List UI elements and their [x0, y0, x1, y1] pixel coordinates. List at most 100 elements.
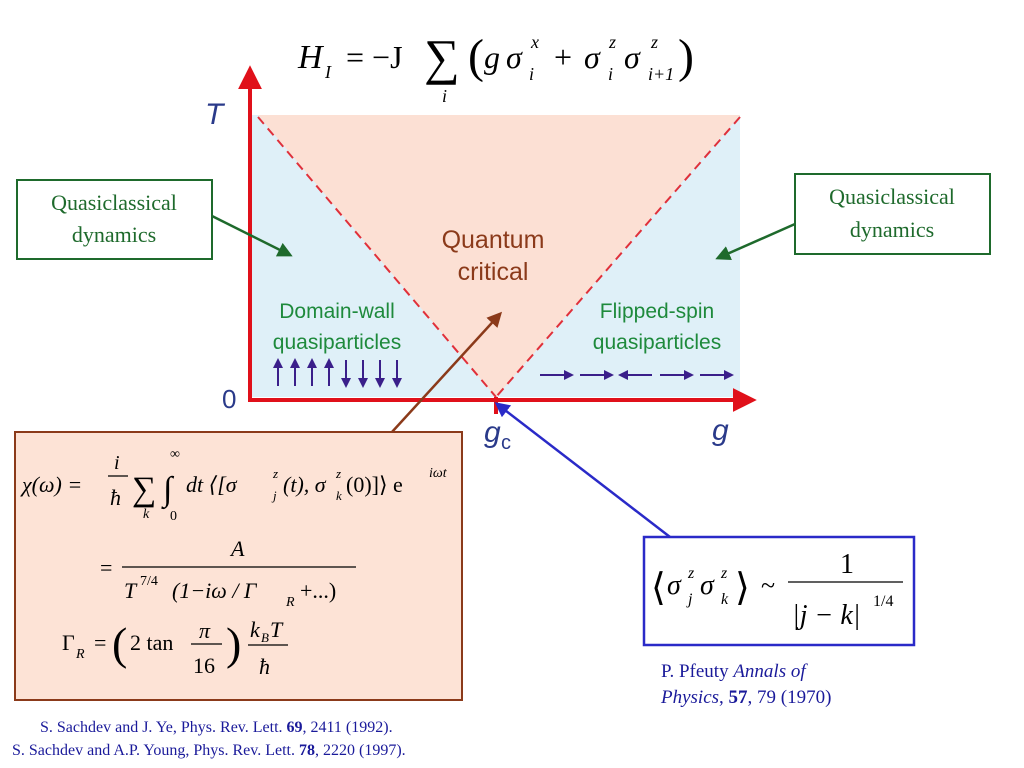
chi-eq2: =: [100, 555, 112, 580]
corr-rang: ⟩: [735, 567, 750, 609]
callout-left-line1: Quasiclassical: [51, 190, 177, 215]
chi-denom-R: R: [285, 595, 295, 610]
callout-right-line1: Quasiclassical: [829, 184, 955, 209]
susceptibility-arrow: [391, 311, 503, 433]
chi-sub-k: k: [336, 488, 342, 503]
chi-zero-part: (0)]⟩ e: [346, 472, 403, 497]
chi-t-part: (t), σ: [283, 472, 327, 497]
ham-H: H: [297, 39, 325, 76]
flipped-spin-label-2: quasiparticles: [593, 331, 721, 354]
corr-one: 1: [840, 549, 854, 580]
callout-right-box: [794, 173, 991, 255]
chi-exp: iωt: [429, 466, 448, 481]
chi-denom-T: T: [124, 578, 138, 603]
gamma-pi: π: [199, 618, 211, 643]
g-axis-label: g: [712, 414, 729, 447]
ham-sup-z2: z: [650, 32, 658, 52]
corr-sub-k: k: [721, 591, 729, 608]
chi-int-lower: 0: [170, 509, 177, 524]
ham-sigma3: σ: [624, 39, 641, 75]
ham-sub-i2: i: [608, 64, 613, 84]
ham-g: g: [484, 39, 500, 75]
corr-exp: 1/4: [873, 593, 893, 610]
gamma-kB: k: [250, 617, 261, 642]
domain-wall-spin-arrows: [273, 358, 402, 388]
ham-sum: ∑: [424, 29, 460, 85]
chi-A: A: [229, 536, 245, 561]
corr-lang: ⟨: [651, 567, 666, 609]
chi-frac-num: i: [114, 452, 120, 474]
gamma-lparen: (: [112, 618, 127, 669]
gc-sub: c: [501, 432, 511, 454]
susceptibility-box: [14, 431, 463, 701]
ham-sigma2: σ: [584, 39, 601, 75]
gamma-sub-R: R: [75, 647, 85, 662]
chi-sup-z1: z: [272, 466, 278, 481]
chi-lhs: χ(ω) =: [20, 472, 82, 497]
ham-sup-x: x: [530, 32, 539, 52]
ham-rparen: ): [678, 30, 694, 83]
chi-sup-z2: z: [335, 466, 341, 481]
chi-integral: ∫: [161, 471, 175, 510]
callout-left-line2: dynamics: [72, 222, 156, 247]
chi-denom-rest: (1−iω / Γ: [172, 578, 258, 603]
correlator-formula: ⟨ σ z j σ z k ⟩ ~ 1 |j − k| 1/4: [651, 549, 903, 631]
gamma-B-sub: B: [261, 630, 269, 645]
chi-denom-end: +...): [300, 578, 336, 603]
ham-eq: = −J: [346, 39, 403, 75]
ham-I-sub: I: [324, 62, 332, 82]
corr-sigma1: σ: [667, 570, 682, 601]
quantum-label-1: Quantum: [442, 226, 545, 254]
pfeuty-line2: Physics, 57, 79 (1970): [660, 687, 831, 708]
callout-left-box: [16, 179, 213, 260]
callout-right-arrow: [715, 222, 796, 261]
correlator-box: [642, 535, 916, 647]
corr-sup-z2: z: [720, 565, 728, 582]
ham-sub-i3: i+1: [648, 64, 674, 84]
corr-sigma2: σ: [700, 570, 715, 601]
corr-denom: |j − k|: [792, 600, 861, 631]
origin-label: 0: [222, 384, 236, 414]
chi-sub-j: j: [271, 488, 277, 503]
sachdev-references: S. Sachdev and J. Ye, Phys. Rev. Lett. 6…: [12, 719, 406, 759]
chi-sum: ∑: [132, 471, 156, 508]
ref-sachdev-ye: S. Sachdev and J. Ye, Phys. Rev. Lett. 6…: [40, 719, 393, 736]
correlator-arrow: [494, 402, 671, 538]
gamma-16: 16: [193, 653, 215, 678]
callout-left-arrow: [211, 214, 293, 257]
gamma-symbol: Γ: [62, 630, 75, 655]
t-axis-label: T: [205, 98, 226, 131]
pfeuty-line1: P. Pfeuty Annals of: [661, 661, 808, 682]
chi-frac-den: ħ: [110, 485, 121, 510]
ref-sachdev-young: S. Sachdev and A.P. Young, Phys. Rev. Le…: [12, 742, 406, 759]
gamma-rparen: ): [226, 618, 241, 669]
gamma-2tan: 2 tan: [130, 630, 173, 655]
callout-right-line2: dynamics: [850, 217, 934, 242]
domain-wall-label-1: Domain-wall: [279, 300, 395, 323]
gamma-eq: =: [94, 630, 106, 655]
hamiltonian-formula: H I = −J ∑ i ( g σ x i + σ z i σ z i+1 ): [297, 29, 694, 106]
pfeuty-reference: P. Pfeuty Annals of Physics, 57, 79 (197…: [660, 661, 831, 708]
ham-sum-index: i: [442, 86, 447, 106]
domain-wall-label-2: quasiparticles: [273, 331, 401, 354]
corr-sup-z1: z: [687, 565, 695, 582]
chi-denom-exp: 7/4: [140, 574, 158, 589]
gc-label: g: [484, 416, 501, 449]
gamma-hbar: ħ: [259, 654, 270, 679]
chi-int-upper: ∞: [170, 447, 180, 462]
flipped-spin-label-1: Flipped-spin: [600, 300, 714, 323]
gamma-T: T: [270, 617, 284, 642]
chi-sum-k: k: [143, 507, 150, 522]
crossover-line-right: [495, 116, 741, 398]
susceptibility-formula: χ(ω) = i ħ ∑ k ∫ ∞ 0 dt ⟨[σ z j (t), σ z…: [20, 447, 448, 679]
ham-sigma1: σ: [506, 39, 523, 75]
corr-sub-j: j: [686, 591, 693, 608]
ham-sub-i1: i: [529, 64, 534, 84]
ham-lparen: (: [468, 30, 484, 83]
quantum-label-2: critical: [458, 258, 529, 286]
ham-sup-z1: z: [608, 32, 616, 52]
chi-body: dt ⟨[σ: [186, 472, 238, 497]
ham-plus: +: [554, 39, 572, 75]
corr-sim: ~: [761, 571, 775, 600]
